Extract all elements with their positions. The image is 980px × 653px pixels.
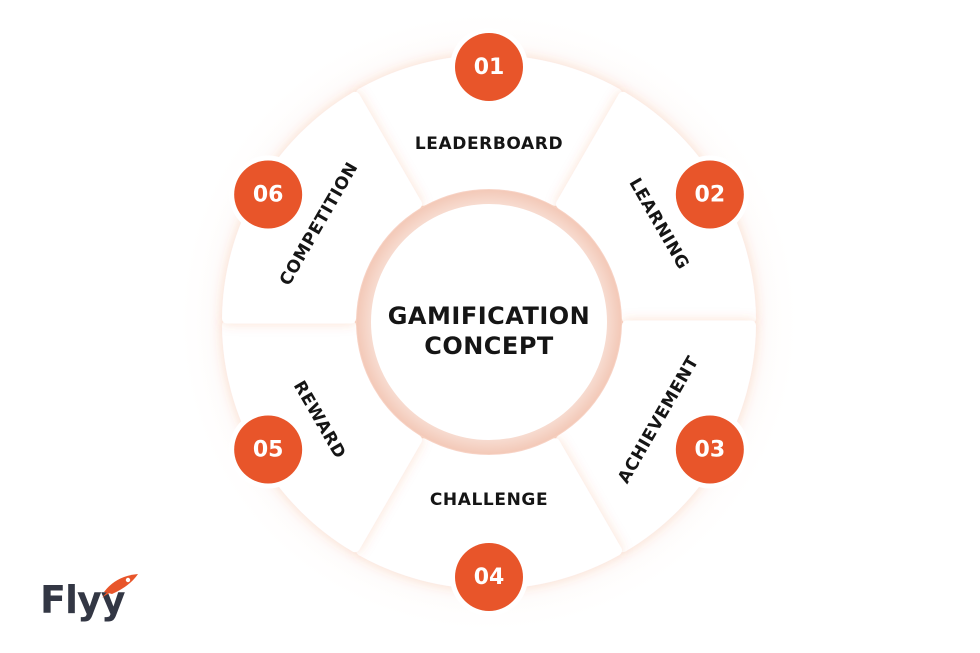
badge-number-04: 04 (474, 565, 505, 590)
center-title-line2: CONCEPT (424, 332, 554, 360)
badge-05 (234, 415, 303, 484)
badge-06 (234, 160, 303, 229)
badge-number-01: 01 (474, 55, 505, 80)
segment-label-challenge: CHALLENGE (430, 490, 548, 510)
badge-02 (675, 160, 744, 229)
center-title-line1: GAMIFICATION (388, 302, 591, 330)
badge-number-03: 03 (695, 438, 726, 463)
segment-learning (556, 91, 756, 324)
badge-number-06: 06 (253, 183, 284, 208)
segment-leaderboard (356, 55, 622, 206)
badges-layer: 01 02 03 04 05 06 (229, 28, 749, 616)
badge-01 (455, 33, 523, 101)
rocket-icon (102, 574, 138, 598)
badge-number-05: 05 (253, 438, 284, 463)
segments-layer (222, 55, 756, 589)
segment-challenge (356, 438, 622, 589)
badge-04 (455, 543, 523, 611)
flyy-logo: Flyy (40, 572, 140, 632)
segment-label-leaderboard: LEADERBOARD (415, 134, 563, 154)
segment-competition (222, 91, 422, 324)
segment-achievement (556, 320, 756, 553)
badge-number-02: 02 (695, 183, 726, 208)
segment-reward (222, 320, 422, 553)
badge-03 (675, 415, 744, 484)
center-disc-inner (371, 204, 607, 440)
